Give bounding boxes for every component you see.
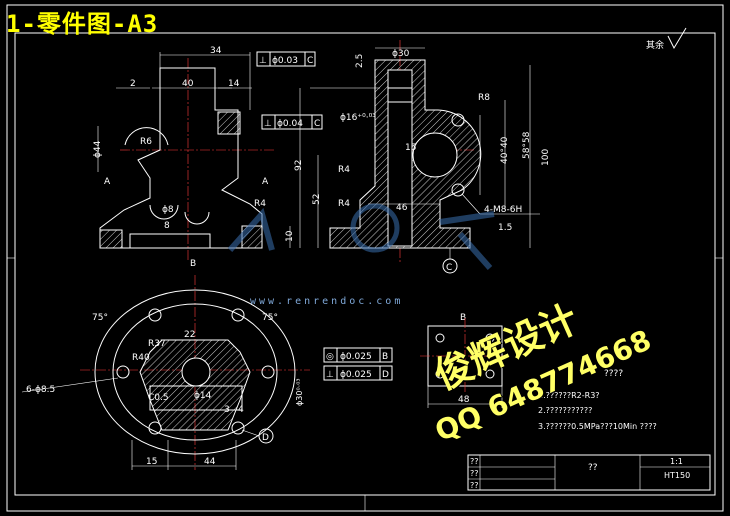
dim-14: 14	[228, 79, 240, 89]
holes-callout: 6-ϕ8.5	[26, 385, 55, 395]
drawing-title: 1-零件图-A3	[6, 10, 159, 38]
svg-text:⊥: ⊥	[264, 119, 272, 129]
dim-phi8: ϕ8	[162, 205, 174, 215]
material: HT150	[664, 471, 690, 480]
scale: 1:1	[670, 457, 683, 466]
title-block: ?? ?? ?? ?? 1:1 HT150	[467, 454, 711, 491]
datum-c: C	[446, 263, 452, 273]
b-view: B 48	[420, 313, 510, 408]
gdt-perp-front: ⊥ ϕ0.03 C	[256, 51, 316, 67]
thread-callout: 4-M8-6H	[484, 205, 522, 215]
dim-r4: R4	[254, 199, 266, 209]
part-name: ??	[588, 463, 598, 473]
dim-r4-lower: R4	[338, 199, 350, 209]
dim-r37: R37	[148, 339, 166, 349]
section-a-left: A	[104, 177, 111, 187]
svg-text:ϕ0.025: ϕ0.025	[340, 370, 372, 380]
dim-phi44: ϕ44	[93, 140, 103, 158]
note-1: 1.??????R2-R3?	[538, 391, 600, 400]
dim-40-40: 40°40	[500, 136, 510, 164]
dim-phi16: ϕ16⁺⁰·⁰³	[340, 113, 376, 123]
svg-text:◎: ◎	[326, 352, 334, 362]
dim-15-bottom: 15	[146, 457, 157, 467]
svg-text:C: C	[307, 56, 313, 66]
chamfer-c0-5: C0.5	[148, 393, 169, 403]
dim-3: 3	[224, 405, 230, 415]
svg-text:C: C	[314, 119, 320, 129]
dim-22: 22	[184, 330, 195, 340]
note-2: 2.???????????	[538, 406, 592, 415]
gdt-perp-section: ⊥ ϕ0.04 C	[261, 114, 323, 130]
svg-text:ϕ0.03: ϕ0.03	[272, 56, 298, 66]
dim-58-58: 58°58	[522, 131, 532, 159]
dim-48: 48	[458, 395, 470, 405]
b-view-label: B	[460, 313, 466, 323]
section-b-mark: B	[190, 259, 196, 269]
dim-phi30-bottom: ϕ30⁰·⁰³	[295, 378, 304, 406]
dim-r8: R8	[478, 93, 490, 103]
svg-text:⊥: ⊥	[326, 370, 334, 380]
note-3: 3.??????0.5MPa???10Min ????	[538, 422, 657, 431]
svg-text:B: B	[382, 352, 388, 362]
dim-52: 52	[312, 194, 322, 205]
svg-text:ϕ0.025: ϕ0.025	[340, 352, 372, 362]
dim-phi30: ϕ30	[392, 49, 410, 59]
section-a-right: A	[262, 177, 269, 187]
dim-2-5: 2.5	[355, 54, 365, 68]
svg-text:ϕ0.04: ϕ0.04	[277, 119, 303, 129]
bottom-view: 75° 75° 22 R37 R40 ϕ14 6-ϕ8.5 15 44 C0.5…	[21, 275, 393, 470]
dim-15: 15	[405, 143, 416, 153]
dim-44: 44	[204, 457, 216, 467]
gdt-concentricity: ◎ ϕ0.025 B	[323, 347, 393, 363]
dim-75-right: 75°	[262, 313, 278, 323]
dim-75-left: 75°	[92, 313, 108, 323]
site-logo-mark	[227, 203, 495, 270]
front-view: 34 40 2 14 ϕ44 R6 R4 8 10 ϕ8 A A ⊥ ϕ0.03…	[93, 46, 316, 262]
datum-d: D	[262, 433, 269, 443]
title-cell-a: ??	[470, 457, 479, 466]
technical-notes: ???? 1.??????R2-R3? 2.??????????? 3.????…	[538, 369, 657, 431]
dim-46: 46	[396, 203, 408, 213]
roughness-label: 其余	[646, 39, 664, 51]
dim-r4-upper: R4	[338, 165, 350, 175]
dim-100: 100	[541, 149, 551, 166]
dim-1-5: 1.5	[498, 223, 512, 233]
title-cell-c: ??	[470, 481, 479, 490]
dim-34: 34	[210, 46, 222, 56]
svg-text:⊥: ⊥	[259, 56, 267, 66]
gdt-perp-bottom: ⊥ ϕ0.025 D	[323, 365, 393, 381]
dim-40: 40	[182, 79, 194, 89]
title-cell-b: ??	[470, 469, 479, 478]
dim-2: 2	[130, 79, 136, 89]
sheet-frame	[6, 4, 724, 512]
dim-92: 92	[294, 160, 304, 171]
svg-text:D: D	[382, 370, 389, 380]
dim-r40: R40	[132, 353, 150, 363]
dim-phi14: ϕ14	[194, 391, 212, 401]
dim-10: 10	[285, 230, 295, 242]
dim-r6: R6	[140, 137, 152, 147]
dim-8: 8	[164, 221, 170, 231]
site-watermark: www.renrendoc.com	[250, 296, 403, 307]
dim-4: 4	[238, 405, 244, 415]
notes-heading: ????	[604, 369, 623, 379]
roughness-symbol: 其余	[646, 27, 687, 51]
